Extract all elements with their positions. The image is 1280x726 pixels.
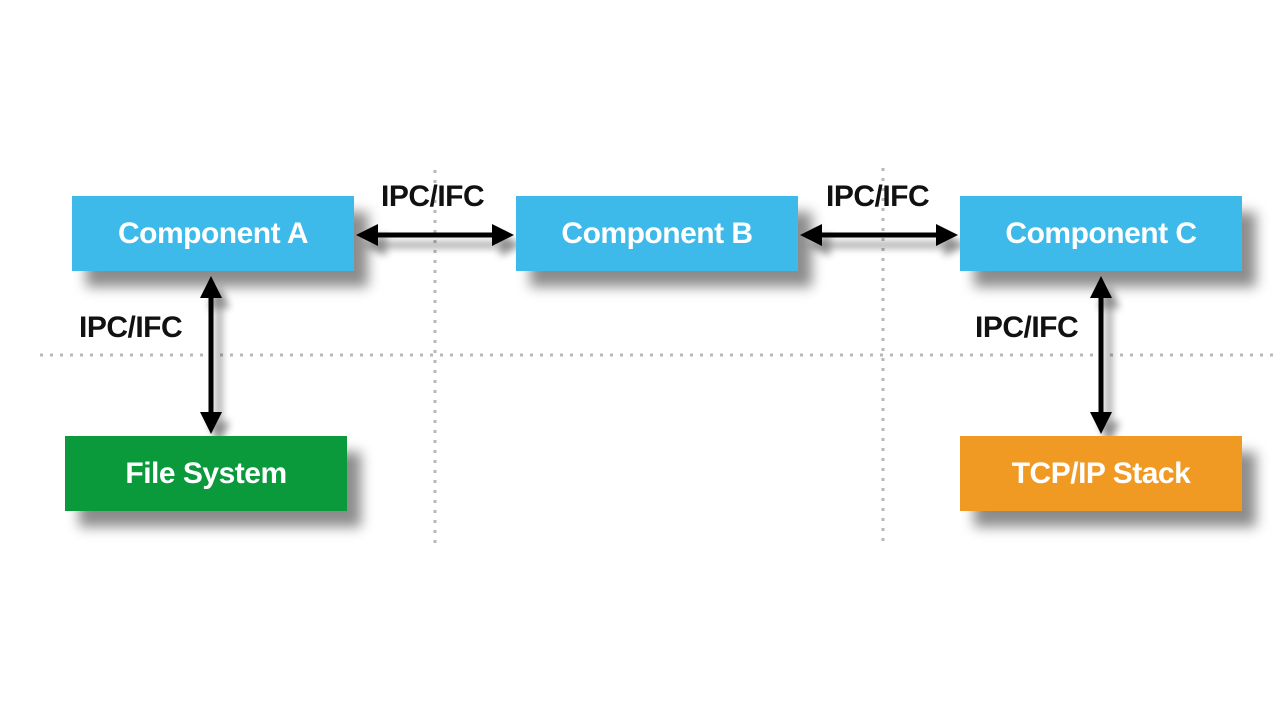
component-c-box: Component C — [960, 196, 1242, 271]
component-a-label: Component A — [117, 216, 309, 250]
component-b-label: Component B — [561, 216, 753, 250]
component-b-box: Component B — [516, 196, 798, 271]
connection-label-a-fs: IPC/IFC — [79, 311, 183, 344]
file-system-label: File System — [125, 456, 287, 490]
arrow-b-c — [800, 224, 958, 246]
file-system-box: File System — [65, 436, 347, 511]
arrow-a-b — [356, 224, 514, 246]
connection-label-c-tcp: IPC/IFC — [975, 311, 1079, 344]
connection-label-a-b: IPC/IFC — [381, 180, 485, 213]
component-a-box: Component A — [72, 196, 354, 271]
connection-label-b-c: IPC/IFC — [826, 180, 930, 213]
arrow-c-tcp — [1090, 276, 1112, 434]
tcp-ip-stack-box: TCP/IP Stack — [960, 436, 1242, 511]
component-c-label: Component C — [1005, 216, 1197, 250]
tcp-ip-stack-label: TCP/IP Stack — [1011, 456, 1191, 490]
arrow-a-fs — [200, 276, 222, 434]
